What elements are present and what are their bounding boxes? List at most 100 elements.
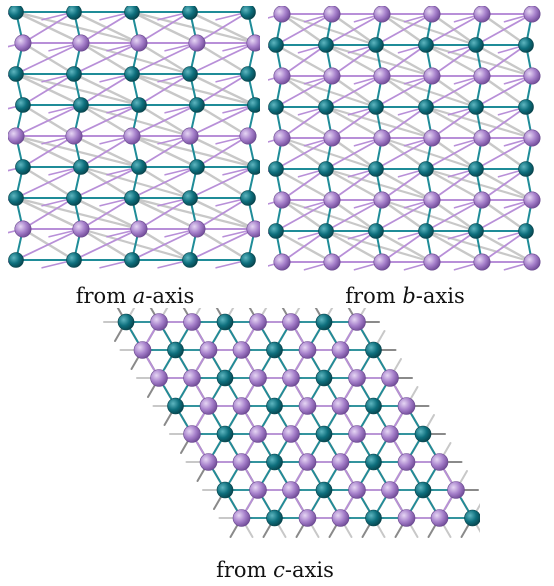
bond bbox=[189, 228, 256, 261]
bond bbox=[425, 13, 483, 46]
purple-atom bbox=[323, 129, 341, 147]
purple-atom bbox=[72, 34, 90, 52]
purple-atom bbox=[473, 253, 491, 271]
teal-atom bbox=[216, 425, 234, 443]
bond bbox=[331, 44, 377, 77]
purple-atom bbox=[246, 34, 260, 52]
caption-c-axis: from c-axis bbox=[216, 558, 334, 582]
bond bbox=[80, 73, 133, 106]
bond bbox=[325, 199, 383, 232]
bond bbox=[73, 104, 140, 137]
purple-atom bbox=[65, 127, 83, 145]
teal-atom bbox=[66, 252, 82, 268]
teal-atom bbox=[247, 159, 260, 175]
teal-atom bbox=[73, 159, 89, 175]
teal-atom bbox=[8, 252, 24, 268]
purple-atom bbox=[331, 341, 350, 359]
bond bbox=[131, 42, 198, 75]
bond bbox=[481, 44, 527, 77]
purple-atom bbox=[298, 397, 317, 415]
teal-atom bbox=[318, 37, 334, 53]
bond bbox=[381, 230, 427, 263]
bond bbox=[481, 106, 527, 139]
purple-atom bbox=[232, 453, 251, 471]
teal-atom bbox=[418, 99, 434, 115]
teal-atom bbox=[182, 190, 198, 206]
purple-atom bbox=[199, 341, 218, 359]
bond bbox=[381, 44, 427, 77]
purple-atom bbox=[188, 34, 206, 52]
purple-atom bbox=[188, 220, 206, 238]
bond bbox=[73, 42, 140, 75]
teal-atom bbox=[518, 37, 534, 53]
purple-atom bbox=[331, 453, 350, 471]
bond bbox=[381, 106, 427, 139]
purple-atom bbox=[397, 509, 416, 527]
teal-atom bbox=[182, 66, 198, 82]
purple-atom bbox=[423, 67, 441, 85]
bond bbox=[196, 197, 249, 230]
purple-atom bbox=[430, 509, 449, 527]
purple-atom bbox=[183, 425, 201, 443]
purple-atom bbox=[473, 6, 491, 23]
bond bbox=[80, 11, 133, 44]
purple-atom bbox=[183, 369, 201, 387]
purple-atom bbox=[298, 453, 317, 471]
teal-atom bbox=[468, 161, 484, 177]
teal-atom bbox=[216, 481, 234, 499]
bond bbox=[189, 42, 256, 75]
teal-atom bbox=[468, 99, 484, 115]
purple-atom bbox=[323, 253, 341, 271]
teal-atom bbox=[268, 223, 284, 239]
teal-atom bbox=[216, 313, 234, 331]
teal-atom bbox=[368, 223, 384, 239]
purple-atom bbox=[381, 481, 399, 499]
bond bbox=[481, 168, 527, 201]
teal-atom bbox=[468, 223, 484, 239]
purple-atom bbox=[150, 313, 168, 331]
teal-atom bbox=[464, 509, 480, 527]
purple-atom bbox=[273, 129, 291, 147]
purple-atom bbox=[323, 6, 341, 23]
bond bbox=[22, 11, 75, 44]
purple-atom bbox=[282, 369, 300, 387]
purple-atom bbox=[523, 253, 541, 271]
view-a-axis-structure bbox=[8, 6, 260, 269]
purple-atom bbox=[249, 369, 267, 387]
bond bbox=[331, 168, 377, 201]
bond bbox=[475, 137, 533, 170]
teal-atom bbox=[365, 397, 382, 415]
purple-atom bbox=[348, 425, 366, 443]
bond bbox=[281, 44, 327, 77]
teal-atom bbox=[240, 6, 256, 20]
bond bbox=[281, 230, 327, 263]
purple-atom bbox=[373, 253, 391, 271]
teal-atom bbox=[368, 99, 384, 115]
teal-atom bbox=[131, 159, 147, 175]
bond bbox=[325, 75, 383, 108]
teal-atom bbox=[167, 397, 184, 415]
bond bbox=[375, 75, 433, 108]
bond bbox=[138, 197, 191, 230]
purple-atom bbox=[249, 481, 267, 499]
purple-atom bbox=[273, 67, 291, 85]
teal-atom bbox=[66, 6, 82, 20]
bond bbox=[15, 104, 82, 137]
bond bbox=[481, 230, 527, 263]
purple-atom bbox=[183, 313, 201, 331]
axis-b-label: b bbox=[402, 284, 416, 308]
purple-atom bbox=[232, 509, 251, 527]
bond bbox=[275, 137, 333, 170]
purple-atom bbox=[130, 220, 148, 238]
teal-atom bbox=[268, 37, 284, 53]
teal-atom bbox=[266, 509, 283, 527]
teal-atom bbox=[240, 252, 256, 268]
bond bbox=[431, 168, 477, 201]
teal-atom bbox=[124, 190, 140, 206]
purple-atom bbox=[232, 397, 251, 415]
purple-atom bbox=[523, 129, 541, 147]
bond bbox=[196, 11, 249, 44]
purple-atom bbox=[282, 425, 300, 443]
teal-atom bbox=[318, 161, 334, 177]
purple-atom bbox=[282, 313, 300, 331]
